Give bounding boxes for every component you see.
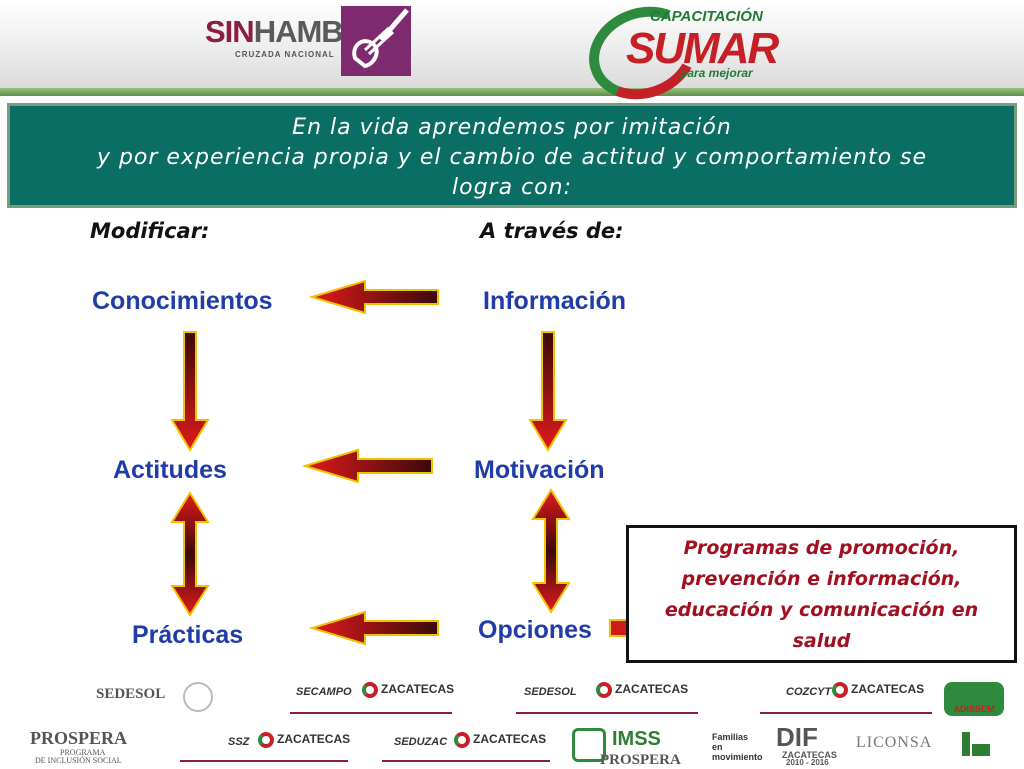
imss-eagle-icon: [572, 728, 606, 762]
imss-logo: IMSS: [612, 728, 661, 750]
note-line-4: salud: [792, 630, 851, 652]
arrow-motivacion-to-actitudes: [301, 448, 433, 484]
zacatecas-logo-4: ZACATECAS: [258, 732, 350, 748]
intro-box: En la vida aprendemos por imitación y po…: [7, 103, 1017, 208]
arrow-conocimientos-to-actitudes: [170, 331, 210, 452]
sumar-top-text: CAPACITACIÓN: [650, 8, 763, 25]
zacatecas-logo-3: ZACATECAS: [832, 682, 924, 698]
prospera-sub-1: PROGRAMA: [60, 748, 106, 757]
dif-zacatecas: ZACATECAS: [782, 750, 837, 760]
adissem-logo: ADISSEM: [944, 682, 1004, 716]
divider-bar: [516, 712, 698, 714]
note-line-2: prevención e información,: [681, 568, 962, 590]
top-stripe: [0, 88, 1024, 96]
prospera-sub-2: DE INCLUSIÓN SOCIAL: [35, 756, 122, 765]
arrow-actitudes-practicas-double: [170, 491, 210, 617]
zacatecas-logo-2: ZACATECAS: [596, 682, 688, 698]
column-label-modificar: Modificar:: [90, 219, 210, 243]
node-informacion: Información: [483, 287, 627, 315]
square-brand-icon: [960, 730, 992, 758]
intro-line-3: logra con:: [452, 175, 572, 200]
intro-line-1: En la vida aprendemos por imitación: [292, 115, 732, 140]
programas-note-box: Programas de promoción, prevención e inf…: [626, 525, 1017, 663]
sinhambre-logo: SINHAMBRE CRUZADA NACIONAL: [205, 6, 415, 76]
mexico-seal-icon: [183, 682, 213, 712]
arrow-informacion-to-conocimientos: [308, 279, 439, 315]
node-conocimientos: Conocimientos: [92, 287, 273, 315]
top-banner: [0, 0, 1024, 92]
liconsa-logo: LICONSA: [856, 734, 933, 751]
intro-line-2: y por experiencia propia y el cambio de …: [96, 145, 928, 170]
seduzac-logo: SEDUZAC: [394, 736, 448, 748]
divider-bar: [290, 712, 452, 714]
arrow-informacion-to-motivacion: [528, 331, 568, 452]
dif-years: 2010 - 2016: [786, 758, 829, 767]
zacatecas-swirl-icon: [832, 682, 848, 698]
cozcyt-logo: COZCYT: [786, 686, 832, 698]
divider-bar: [382, 760, 550, 762]
prospera-imss-logo: PROSPERA: [600, 752, 681, 768]
familias-movimiento-logo: Familias en movimiento: [712, 732, 763, 762]
capacitacion-sumar-logo: CAPACITACIÓN SUMAR para mejorar: [575, 0, 803, 115]
zacatecas-logo-5: ZACATECAS: [454, 732, 546, 748]
divider-bar: [760, 712, 932, 714]
note-line-1: Programas de promoción,: [683, 537, 960, 559]
sedesol-federal-logo: SEDESOL: [96, 686, 166, 702]
sumar-wordmark: SUMAR: [626, 24, 779, 73]
note-line-3: educación y comunicación en: [664, 599, 979, 621]
node-practicas: Prácticas: [132, 621, 244, 649]
arrow-opciones-to-practicas: [308, 610, 439, 646]
zacatecas-swirl-icon: [258, 732, 274, 748]
zacatecas-swirl-icon: [454, 732, 470, 748]
prospera-logo: PROSPERA: [30, 728, 128, 748]
divider-bar: [180, 760, 348, 762]
node-motivacion: Motivación: [474, 456, 605, 484]
sedesol-estatal-logo: SEDESOL: [524, 686, 577, 698]
sinhambre-subtitle: CRUZADA NACIONAL: [235, 50, 335, 59]
node-actitudes: Actitudes: [113, 456, 227, 484]
node-opciones: Opciones: [478, 616, 592, 644]
zacatecas-swirl-icon: [596, 682, 612, 698]
zacatecas-swirl-icon: [362, 682, 378, 698]
secampo-logo: SECAMPO: [296, 686, 352, 698]
arrow-motivacion-opciones-double: [531, 488, 571, 614]
zacatecas-logo-1: ZACATECAS: [362, 682, 454, 698]
hand-fork-icon: [341, 6, 411, 76]
sponsor-logos-footer: SEDESOL SECAMPO ZACATECAS SEDESOL ZACATE…: [0, 672, 1024, 768]
dif-logo: DIF: [776, 722, 818, 752]
sumar-tagline: para mejorar: [680, 66, 753, 80]
column-label-a-traves-de: A través de:: [480, 219, 624, 243]
ssz-logo: SSZ: [228, 736, 250, 748]
